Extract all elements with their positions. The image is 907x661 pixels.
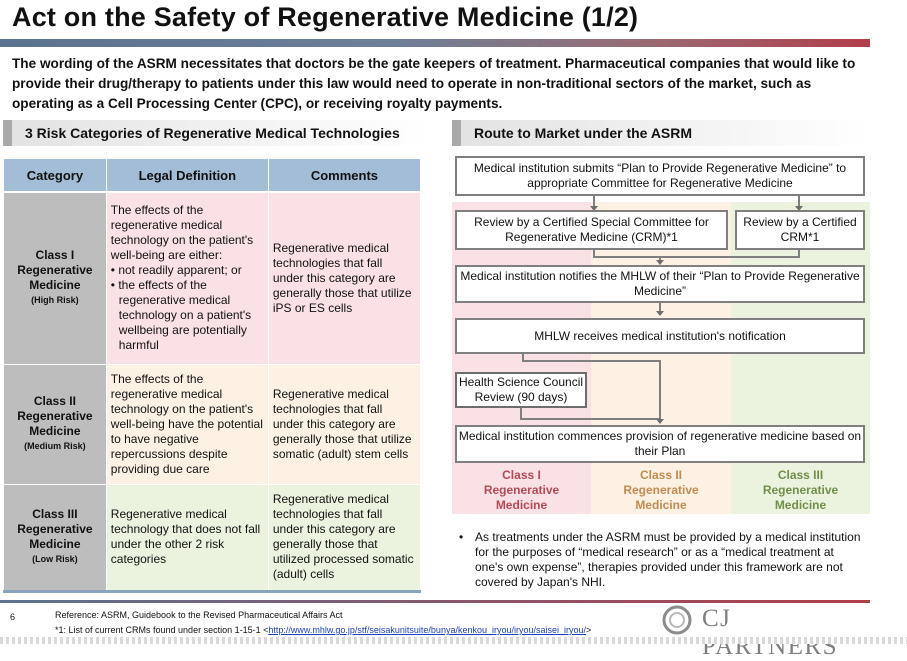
- arrow-down-icon: [795, 206, 803, 211]
- connector: [593, 250, 595, 258]
- risk-level: (High Risk): [31, 295, 79, 306]
- risk-category-table: Category Legal Definition Comments Class…: [3, 158, 422, 591]
- connector: [659, 256, 661, 262]
- connector: [522, 354, 524, 362]
- step-commence-provision: Medical institution commences provision …: [455, 425, 865, 463]
- step-health-council-review: Health Science Council Review (90 days): [455, 372, 587, 408]
- risk-level: (Low Risk): [32, 554, 78, 564]
- logo-mark-icon: [662, 605, 692, 635]
- legal-definition-cell: The effects of the regenerative medical …: [105, 191, 269, 365]
- step-submit-plan: Medical institution submits “Plan to Pro…: [455, 156, 865, 196]
- nhi-coverage-note: • As treatments under the ASRM must be p…: [459, 530, 861, 589]
- column-header-comments: Comments: [267, 158, 422, 193]
- category-cell: Class II Regenerative Medicine (Medium R…: [3, 363, 107, 485]
- crm-list-link[interactable]: http://www.mhlw.go.jp/stf/seisakunitsuit…: [268, 625, 587, 635]
- crm-footnote: *1: List of current CRMs found under sec…: [55, 625, 592, 635]
- step-mhlw-receives: MHLW receives medical institution's noti…: [455, 318, 865, 354]
- connector: [659, 360, 661, 420]
- step-review-crm: Review by a Certified Special Committee …: [455, 210, 728, 250]
- arrow-down-icon: [656, 311, 664, 316]
- page-title: Act on the Safety of Regenerative Medici…: [12, 2, 639, 32]
- logo-text: CJ PARTNERS: [702, 605, 839, 660]
- table-row: Class III Regenerative Medicine (Low Ris…: [3, 483, 422, 591]
- connector: [659, 303, 661, 313]
- connector: [593, 256, 800, 258]
- table-bottom-rule: [3, 590, 421, 593]
- left-section-heading: 3 Risk Categories of Regenerative Medica…: [3, 120, 428, 146]
- connector: [520, 418, 661, 420]
- route-to-market-flowchart: Medical institution submits “Plan to Pro…: [452, 152, 870, 518]
- arrow-down-icon: [656, 260, 664, 265]
- bottom-decoration: [0, 637, 907, 644]
- left-section-heading-text: 3 Risk Categories of Regenerative Medica…: [25, 125, 400, 141]
- comments-cell: Regenerative medical technologies that f…: [267, 191, 422, 365]
- band-label-class1: Class I Regenerative Medicine: [483, 468, 560, 512]
- connector: [522, 360, 661, 362]
- band-label-class3: Class III Regenerative Medicine: [762, 468, 839, 512]
- heading-bar: [3, 120, 12, 146]
- intro-paragraph: The wording of the ASRM necessitates tha…: [12, 56, 856, 111]
- page-number: 6: [10, 612, 16, 622]
- connector: [798, 250, 800, 258]
- bullet-icon: •: [459, 530, 464, 544]
- risk-level: (Medium Risk): [24, 441, 86, 451]
- column-header-category: Category: [3, 158, 107, 193]
- table-row: Class II Regenerative Medicine (Medium R…: [3, 363, 422, 485]
- category-cell: Class I Regenerative Medicine (High Risk…: [3, 191, 107, 365]
- connector: [593, 196, 595, 208]
- comments-cell: Regenerative medical technologies that f…: [267, 483, 422, 591]
- legal-definition-cell: Regenerative medical technology that doe…: [105, 483, 269, 591]
- band-label-class2: Class II Regenerative Medicine: [623, 468, 699, 512]
- title-rule: [0, 39, 870, 47]
- connector: [520, 408, 522, 420]
- table-row: Class I Regenerative Medicine (High Risk…: [3, 191, 422, 365]
- category-cell: Class III Regenerative Medicine (Low Ris…: [3, 483, 107, 591]
- right-section-heading-text: Route to Market under the ASRM: [474, 125, 693, 141]
- table-header-row: Category Legal Definition Comments: [3, 158, 422, 193]
- connector: [798, 196, 800, 208]
- step-notify-mhlw: Medical institution notifies the MHLW of…: [455, 265, 865, 303]
- arrow-down-icon: [656, 419, 664, 424]
- cj-partners-logo: CJ PARTNERS: [660, 603, 870, 660]
- heading-bar: [452, 120, 461, 146]
- column-header-legal-definition: Legal Definition: [105, 158, 269, 193]
- reference-note: Reference: ASRM, Guidebook to the Revise…: [55, 610, 343, 620]
- footer-rule: [0, 600, 870, 603]
- right-section-heading: Route to Market under the ASRM: [452, 120, 870, 146]
- step-review-certified-crm: Review by a Certified CRM*1: [735, 210, 865, 250]
- legal-definition-cell: The effects of the regenerative medical …: [105, 363, 269, 485]
- arrow-down-icon: [590, 206, 598, 211]
- comments-cell: Regenerative medical technologies that f…: [267, 363, 422, 485]
